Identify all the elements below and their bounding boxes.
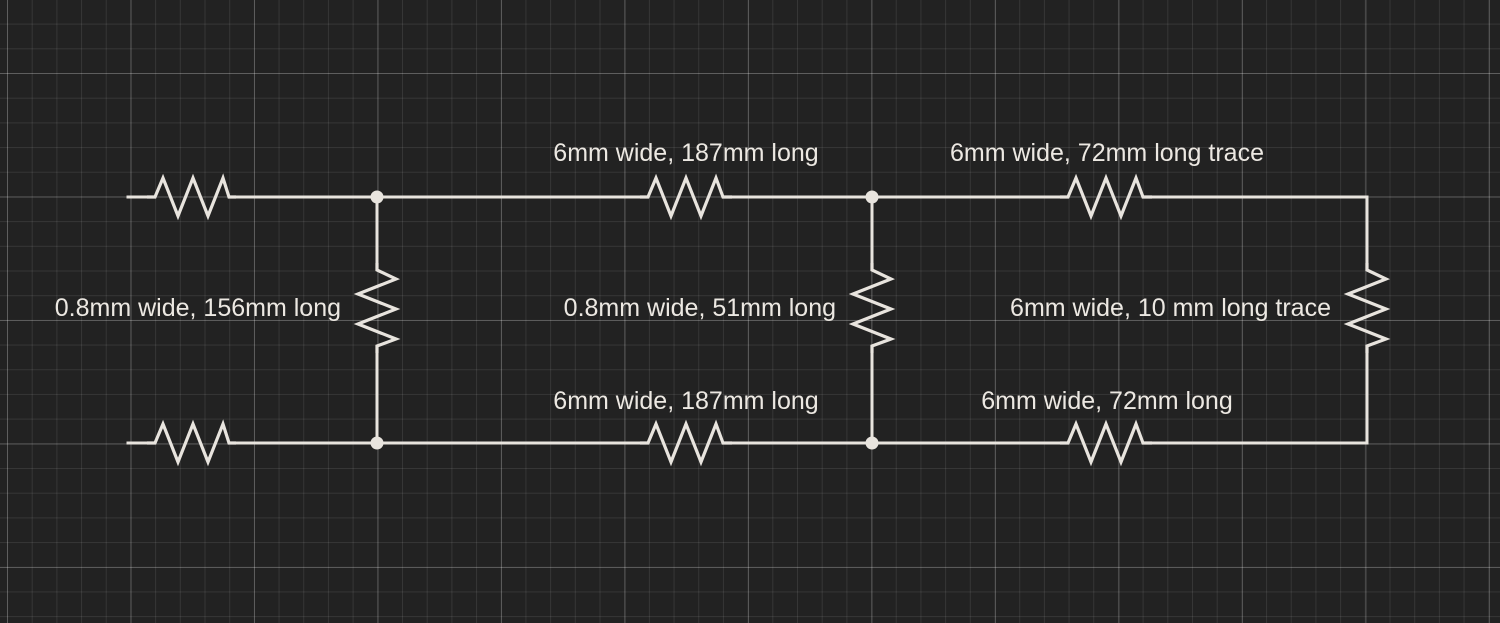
resistor-left-shunt-icon[interactable] xyxy=(353,263,401,353)
resistor-bottom-right-icon[interactable] xyxy=(1060,419,1152,467)
junction-bottom-mid-icon xyxy=(865,436,879,450)
label-bottom-right: 6mm wide, 72mm long xyxy=(981,387,1232,415)
resistor-mid-shunt-icon[interactable] xyxy=(848,263,896,353)
label-left-shunt: 0.8mm wide, 156mm long xyxy=(55,294,341,322)
resistor-right-shunt-icon[interactable] xyxy=(1343,263,1391,353)
label-right-shunt: 6mm wide, 10 mm long trace xyxy=(1010,294,1331,322)
label-mid-shunt: 0.8mm wide, 51mm long xyxy=(564,294,836,322)
junction-top-left-icon xyxy=(370,190,384,204)
vertical-wires xyxy=(375,195,1369,445)
junction-bottom-left-icon xyxy=(370,436,384,450)
resistor-top-mid-icon[interactable] xyxy=(640,173,732,221)
label-bottom-mid: 6mm wide, 187mm long xyxy=(553,387,818,415)
label-top-mid: 6mm wide, 187mm long xyxy=(553,139,818,167)
resistor-top-left-icon[interactable] xyxy=(147,173,236,221)
junction-top-mid-icon xyxy=(865,190,879,204)
resistor-bottom-left-icon[interactable] xyxy=(147,419,236,467)
resistor-bottom-mid-icon[interactable] xyxy=(640,419,732,467)
label-top-right: 6mm wide, 72mm long trace xyxy=(950,139,1264,167)
resistor-top-right-icon[interactable] xyxy=(1060,173,1152,221)
